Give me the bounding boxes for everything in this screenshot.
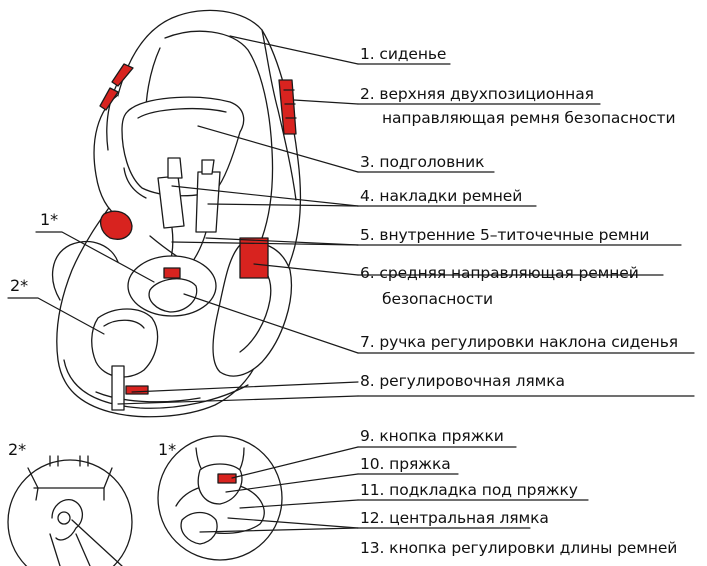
label-upper-belt-guide: 2. верхняя двухпозиционная xyxy=(360,85,594,103)
label-buckle-pad: 11. подкладка под пряжку xyxy=(360,481,578,499)
detail-marker-2-star: 2* xyxy=(8,441,26,459)
marker-1-star: 1* xyxy=(40,211,58,229)
label-shoulder-pads: 4. накладки ремней xyxy=(360,187,522,205)
label-recline-handle: 7. ручка регулировки наклона сиденья xyxy=(360,333,678,351)
label-middle-belt-guide-cont: безопасности xyxy=(382,290,493,308)
label-buckle-button: 9. кнопка пряжки xyxy=(360,427,504,445)
detail-marker-1-star: 1* xyxy=(158,441,176,459)
buckle-main xyxy=(128,256,216,316)
label-harness-length-button: 13. кнопка регулировки длины ремней xyxy=(360,539,677,557)
label-buckle: 10. пряжка xyxy=(360,455,451,473)
label-upper-belt-guide-cont: направляющая ремня безопасности xyxy=(382,109,675,127)
label-middle-belt-guide: 6. средняя направляющая ремней xyxy=(360,264,639,282)
marker-2-star: 2* xyxy=(10,277,28,295)
label-central-strap: 12. центральная лямка xyxy=(360,509,549,527)
label-seat: 1. сиденье xyxy=(360,45,446,63)
detail-2-circle xyxy=(8,456,132,566)
label-inner-harness: 5. внутренние 5–титочечные ремни xyxy=(360,226,649,244)
label-headrest: 3. подголовник xyxy=(360,153,484,171)
label-adjustment-strap: 8. регулировочная лямка xyxy=(360,372,565,390)
